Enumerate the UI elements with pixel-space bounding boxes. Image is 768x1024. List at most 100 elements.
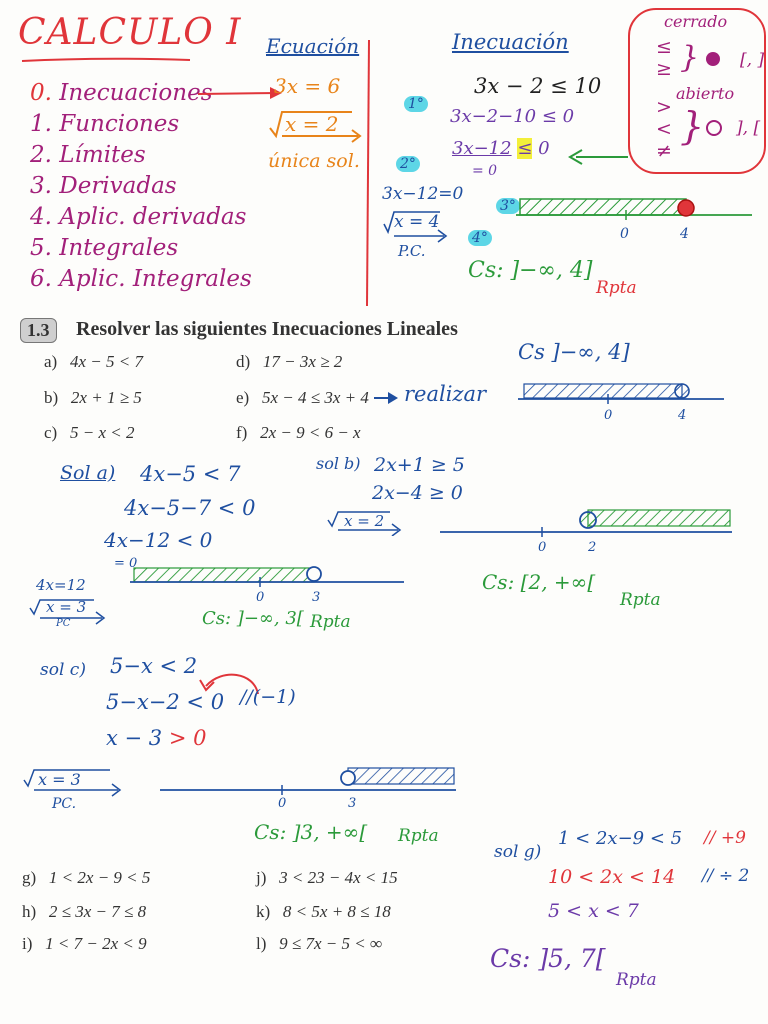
legend-closed-brackets: [, ] [740,50,765,70]
inecuacion-heading: Inecuación [452,30,569,54]
sol-a-line3: 4x−12 < 0 [104,528,213,552]
exercise-d: d) 17 − 3x ≥ 2 [236,352,343,371]
topic-list: 0. Inecuaciones 1. Funciones 2. Límites … [30,78,252,295]
sol-a-solution-set: Cs: ]−∞, 3[ [202,608,304,629]
topic-item-limites: 2. Límites [30,142,146,168]
sol-b-line1: 2x+1 ≥ 5 [374,454,465,476]
sol-c-line3: x − 3 > 0 [106,726,207,750]
sol-c-pc1: x = 3 [38,770,81,789]
topic-item-aplic-derivadas: 4. Aplic. derivadas [30,204,247,230]
sol-b-tick-0: 0 [538,540,547,555]
topic-item-derivadas: 3. Derivadas [30,173,177,199]
sol-c-label: sol c) [40,660,86,680]
step2-badge: 2° [396,156,420,172]
exercise-i: i) 1 < 7 − 2x < 9 [22,934,147,953]
step1-badge: 1° [404,96,428,112]
topic-item-aplic-integrales: 6. Aplic. Integrales [30,266,252,292]
sol-a-zero: = 0 [114,556,138,571]
sol-c-sqrt-icon [23,769,122,797]
realizar-arrow-icon [374,392,398,404]
top-rpta: Rpta [596,278,637,298]
inecuacion-main: 3x − 2 ≤ 10 [474,74,602,98]
sol-g-op1: // +9 [704,828,746,848]
exercise-b: b) 2x + 1 ≥ 5 [44,388,142,407]
sol-c-solution-set: Cs: ]3, +∞[ [254,820,368,844]
top-solution-set: Cs: ]−∞, 4] [468,258,593,283]
pc-sqrt-arrow-icon [383,211,448,243]
topic-item-integrales: 5. Integrales [30,235,179,261]
ecuacion-sol: x = 2 [285,112,339,136]
top-tick-4: 4 [680,226,689,242]
legend-closed-symbols: ≤≥ [656,36,672,80]
sol-a-line1: 4x−5 < 7 [140,462,241,486]
number-line-a [130,566,404,587]
legend-open-symbols: ><≠ [656,96,672,162]
sol-a-tick-3: 3 [312,590,321,605]
legend-cerrado: cerrado [664,12,728,31]
exercise-k: k) 8 < 5x + 8 ≤ 18 [256,902,391,921]
sol-g-solution-set: Cs: ]5, 7[ [490,944,606,973]
realizar-note: realizar [404,382,487,406]
sol-c-line2: 5−x−2 < 0 [106,690,225,714]
number-line-top [516,198,752,220]
legend-cloud [628,8,766,174]
red-curved-arrow-icon [199,673,259,695]
legend-brace-closed: } [680,40,700,75]
step3-badge: 3° [496,198,520,214]
sol-b-rpta: Rpta [620,590,661,610]
step2-zero: = 0 [472,163,498,179]
sol-c-tick-0: 0 [278,796,287,811]
legend-abierto: abierto [676,84,735,103]
sol-g-rpta: Rpta [616,970,657,990]
exercise-f: f) 2x − 9 < 6 − x [236,423,361,442]
ecuacion-note: única sol. [268,150,360,172]
sol-c-multiplier: //(−1) [240,686,296,708]
sol-b-line2: 2x−4 ≥ 0 [372,482,463,504]
sol-c-rpta: Rpta [398,826,439,846]
sol-a-label: Sol a) [60,462,116,484]
number-line-c [160,767,456,795]
exercise-a: a) 4x − 5 < 7 [44,352,143,371]
legend-open-brackets: ], [ [736,118,761,138]
sol-b-tick-2: 2 [588,540,597,555]
exercise-h: h) 2 ≤ 3x − 7 ≤ 8 [22,902,147,921]
exercise-e: e) 5x − 4 ≤ 3x + 4 [236,388,369,407]
sol-a-pc1: 4x=12 [36,576,86,594]
vertical-divider [366,39,370,307]
sol-a-line2: 4x−5−7 < 0 [124,496,256,520]
number-line-b [440,509,732,537]
exercise-l: l) 9 ≤ 7x − 5 < ∞ [256,934,383,953]
sol-g-op2: // ÷ 2 [702,866,750,886]
top-tick-0: 0 [620,226,629,242]
sol-a-tick-0: 0 [256,590,265,605]
legend-brace-open: } [680,104,705,148]
pc-value: x = 4 [394,212,440,232]
open-dot-icon [706,120,722,136]
e-tick-4: 4 [678,408,687,423]
e-solution-set: Cs ]−∞, 4] [518,340,630,364]
sol-a-pc3: PC [56,618,71,629]
pc-label: P.C. [398,242,426,260]
sol-c-pc2: PC. [52,796,77,812]
sol-b-label: sol b) [316,454,361,473]
sol-b-solution-set: Cs: [2, +∞[ [482,570,596,594]
exercise-g: g) 1 < 2x − 9 < 5 [22,868,151,887]
sol-a-pc2: x = 3 [46,598,87,616]
sol-g-line3: 5 < x < 7 [548,900,639,922]
filled-dot-icon [706,52,720,66]
exercise-c: c) 5 − x < 2 [44,423,135,442]
ecuacion-eq: 3x = 6 [274,74,341,98]
red-arrow-icon [197,87,282,99]
sol-b-sqrt-icon [327,511,402,536]
page-title: CALCULO I [18,12,242,53]
pc-equation: 3x−12=0 [382,184,464,204]
exercise-j: j) 3 < 23 − 4x < 15 [256,868,398,887]
green-arrow-icon [568,149,628,165]
sol-c-tick-3: 3 [348,796,357,811]
sol-c-line1: 5−x < 2 [110,654,198,678]
step2-expr: 3x−12 ≤ 0 [452,138,550,159]
sol-g-line2: 10 < 2x < 14 [548,866,676,888]
sol-g-label: sol g) [494,842,542,862]
step4-badge: 4° [468,230,492,246]
sol-a-sqrt-icon [29,599,106,625]
